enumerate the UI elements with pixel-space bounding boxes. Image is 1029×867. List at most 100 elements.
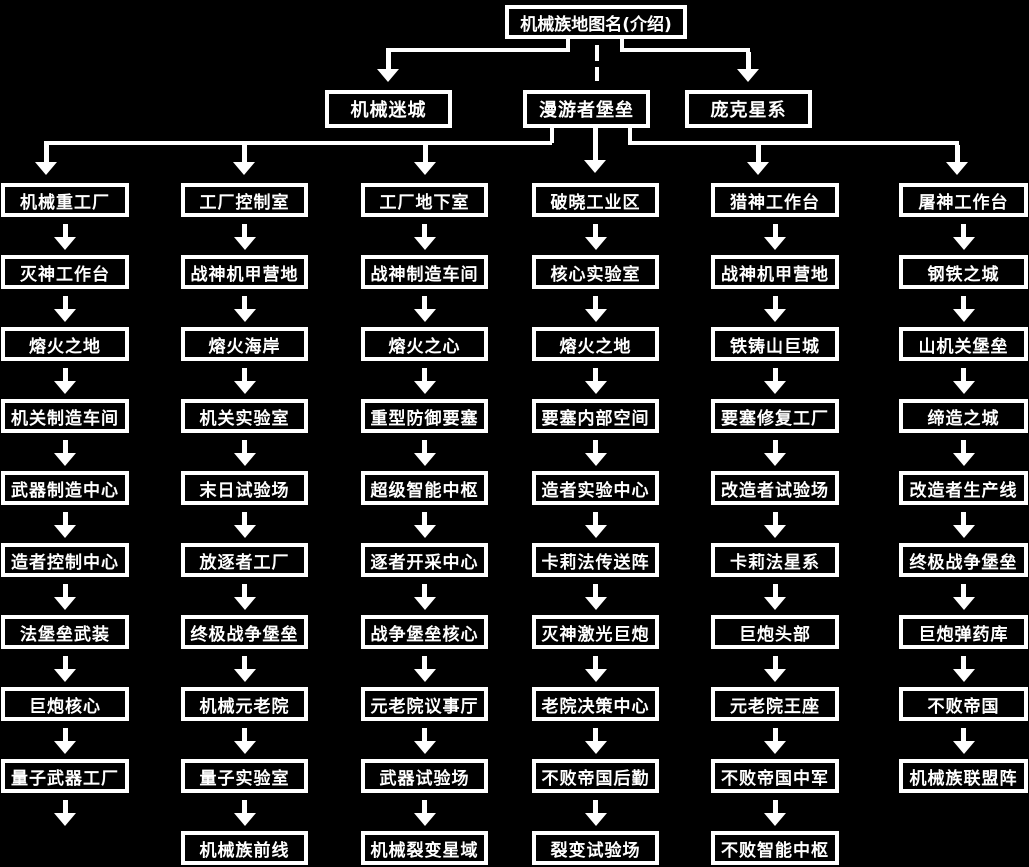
map-node: 不败帝国中军 — [711, 759, 839, 793]
arrow-down-icon — [413, 800, 436, 826]
map-node: 工厂地下室 — [361, 183, 488, 217]
arrow-down-icon — [952, 296, 975, 322]
arrow-down-icon — [54, 224, 76, 250]
arrow-down-icon — [233, 296, 256, 322]
map-node: 机关制造车间 — [1, 399, 129, 433]
map-node: 缔造之城 — [899, 399, 1028, 433]
arrow-down-icon — [233, 800, 256, 826]
region-node-punk-galaxy: 庞克星系 — [685, 90, 812, 128]
arrow-down-icon — [584, 127, 606, 173]
connector-line — [550, 127, 554, 143]
connector-line — [566, 37, 570, 50]
map-node: 裂变试验场 — [532, 831, 659, 865]
map-node: 巨炮弹药库 — [899, 615, 1028, 649]
map-node: 超级智能中枢 — [361, 471, 488, 505]
arrow-down-icon — [413, 512, 436, 538]
map-node: 重型防御要塞 — [361, 399, 488, 433]
arrow-down-icon — [584, 800, 607, 826]
arrow-down-icon — [233, 728, 256, 754]
arrow-down-icon — [413, 728, 436, 754]
arrow-down-icon — [952, 584, 975, 610]
arrow-down-icon — [584, 224, 607, 250]
map-node: 战神制造车间 — [361, 255, 488, 289]
region-node-wanderer-fortress: 漫游者堡垒 — [523, 90, 650, 128]
arrow-down-icon — [413, 296, 436, 322]
map-node: 灭神激光巨炮 — [532, 615, 659, 649]
arrow-down-icon — [413, 440, 436, 466]
arrow-down-icon — [952, 512, 975, 538]
arrow-down-icon — [737, 52, 759, 82]
map-node: 战神机甲营地 — [711, 255, 839, 289]
arrow-down-icon — [584, 512, 607, 538]
arrow-down-icon — [413, 368, 436, 394]
connector-line — [620, 48, 750, 52]
map-node: 巨炮头部 — [711, 615, 839, 649]
arrow-down-icon — [54, 512, 76, 538]
map-node: 熔火之心 — [361, 327, 488, 361]
arrow-down-icon — [54, 728, 76, 754]
map-node: 猎神工作台 — [711, 183, 839, 217]
map-node: 法堡垒武装 — [1, 615, 129, 649]
arrow-down-icon — [413, 584, 436, 610]
map-node: 量子实验室 — [181, 759, 308, 793]
map-node: 武器制造中心 — [1, 471, 129, 505]
map-node: 屠神工作台 — [899, 183, 1028, 217]
map-node: 山机关堡垒 — [899, 327, 1028, 361]
map-node: 放逐者工厂 — [181, 543, 308, 577]
arrow-down-icon — [952, 728, 975, 754]
arrow-down-icon — [764, 296, 786, 322]
map-node: 战神机甲营地 — [181, 255, 308, 289]
arrow-down-icon — [584, 584, 607, 610]
arrow-down-icon — [54, 440, 76, 466]
arrow-down-icon — [54, 296, 76, 322]
arrow-down-icon — [952, 368, 975, 394]
map-node: 钢铁之城 — [899, 255, 1028, 289]
arrow-down-icon — [54, 656, 76, 682]
arrow-down-icon — [233, 584, 256, 610]
dashed-connector-line — [595, 67, 599, 81]
arrow-down-icon — [377, 52, 399, 82]
map-node: 破晓工业区 — [532, 183, 659, 217]
map-node: 机械族联盟阵 — [899, 759, 1028, 793]
map-node: 机械裂变星域 — [361, 831, 488, 865]
connector-line — [620, 37, 624, 50]
map-node: 熔火海岸 — [181, 327, 308, 361]
map-node: 机械重工厂 — [1, 183, 129, 217]
arrow-down-icon — [233, 656, 256, 682]
map-node: 巨炮核心 — [1, 687, 129, 721]
arrow-down-icon — [413, 656, 436, 682]
map-node: 不败帝国后勤 — [532, 759, 659, 793]
map-node: 元老院议事厅 — [361, 687, 488, 721]
arrow-down-icon — [54, 584, 76, 610]
arrow-down-icon — [764, 440, 786, 466]
arrow-down-icon — [952, 224, 975, 250]
map-node: 核心实验室 — [532, 255, 659, 289]
connector-line — [386, 48, 570, 52]
arrow-down-icon — [764, 512, 786, 538]
map-node: 机械元老院 — [181, 687, 308, 721]
arrow-down-icon — [413, 224, 436, 250]
connector-line — [628, 141, 959, 145]
map-node: 卡莉法星系 — [711, 543, 839, 577]
map-node: 机关实验室 — [181, 399, 308, 433]
map-node: 要塞内部空间 — [532, 399, 659, 433]
arrow-down-icon — [233, 224, 256, 250]
region-node-mecha-maze: 机械迷城 — [325, 90, 452, 128]
arrow-down-icon — [233, 440, 256, 466]
arrow-down-icon — [584, 368, 607, 394]
arrow-down-icon — [747, 145, 769, 175]
arrow-down-icon — [54, 368, 76, 394]
map-node: 熔火之地 — [1, 327, 129, 361]
map-node: 终极战争堡垒 — [181, 615, 308, 649]
arrow-down-icon — [946, 145, 968, 175]
arrow-down-icon — [35, 145, 57, 175]
map-node: 不败智能中枢 — [711, 831, 839, 865]
map-node: 要塞修复工厂 — [711, 399, 839, 433]
map-node: 老院决策中心 — [532, 687, 659, 721]
arrow-down-icon — [414, 145, 436, 175]
map-node: 卡莉法传送阵 — [532, 543, 659, 577]
arrow-down-icon — [764, 584, 786, 610]
connector-line — [44, 141, 552, 145]
map-node: 改造者试验场 — [711, 471, 839, 505]
